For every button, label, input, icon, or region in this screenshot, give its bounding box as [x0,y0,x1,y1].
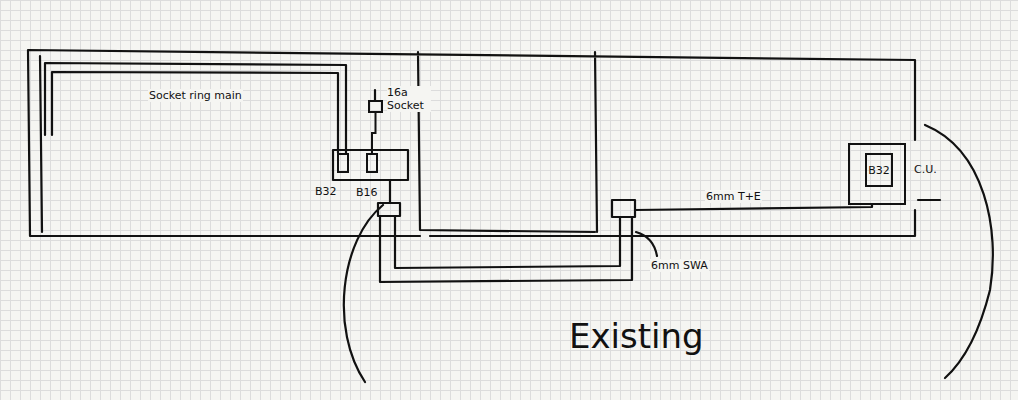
junction-box [612,200,635,217]
breaker: B32 [865,153,893,187]
junction-box [378,203,400,216]
node-text: C.U. [914,163,937,176]
garage-arc [344,205,383,382]
swa-leader [636,232,657,256]
breaker: B32 [337,153,349,173]
cu-tick [918,199,940,201]
node-text: 16a Socket [387,86,431,112]
breaker: B16 [366,153,378,173]
building-outline [28,50,915,236]
te-cable [635,205,872,210]
consumer-unit: C.U.B32 [848,143,906,205]
cable-label: Socket ring main [148,89,243,102]
cable-label: 6mm T+E [705,190,762,203]
house-arc [925,125,993,378]
socket-ring-main-wire [45,63,346,153]
node-text: B32 [315,185,337,198]
sub-board [333,150,408,180]
board-tail [389,180,391,203]
swa-cable [380,216,632,282]
watermark-note: Existing [568,316,705,356]
cable-label: 6mm SWA [650,259,709,272]
wire-connector [372,113,376,153]
socket-drop [374,90,376,100]
node-text: B16 [356,186,378,199]
node-text: B32 [868,164,890,177]
socket-outlet: 16a Socket [368,100,383,113]
